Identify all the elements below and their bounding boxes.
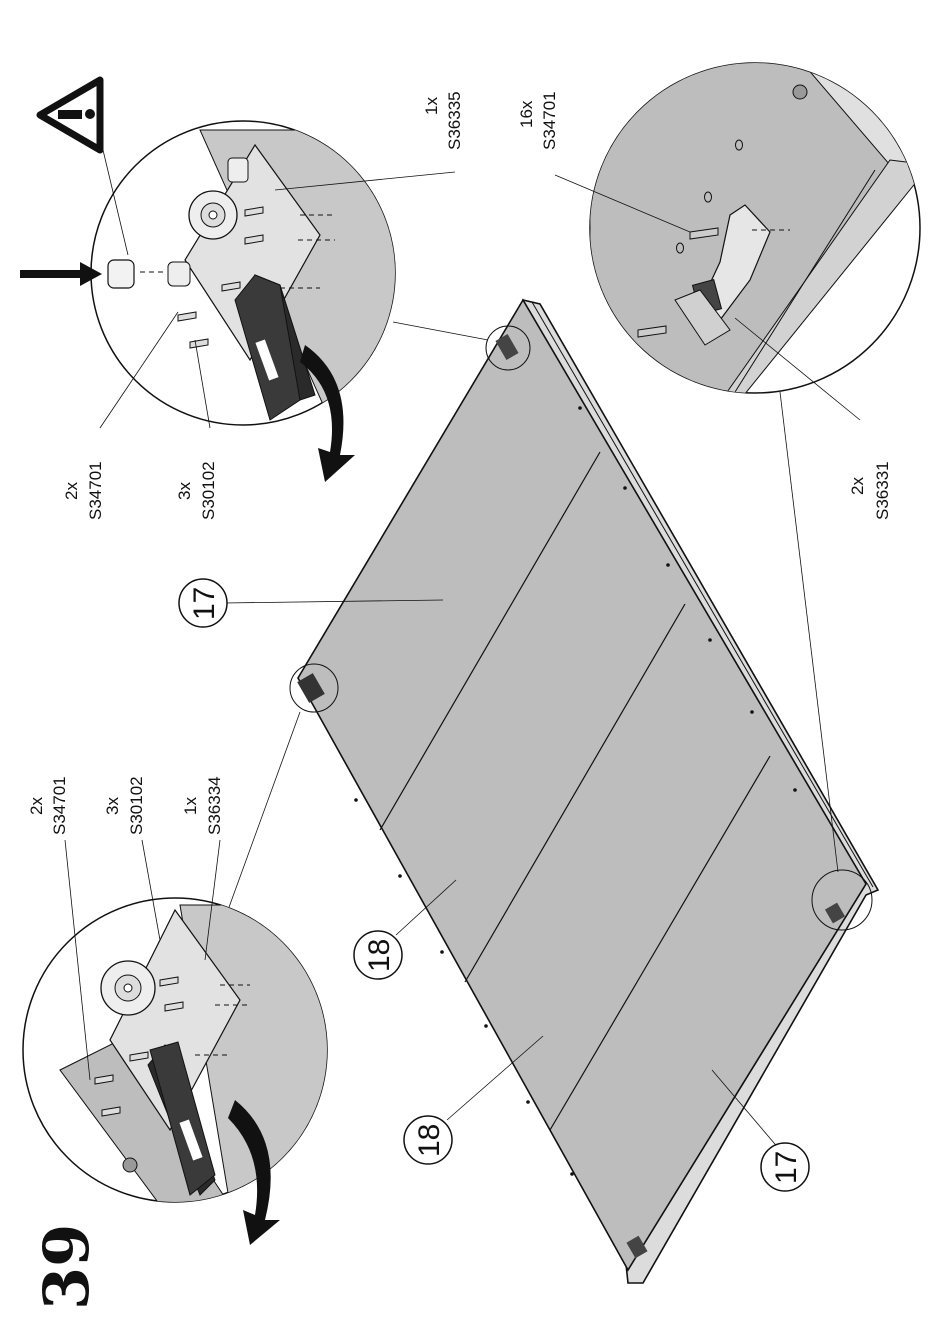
part-label-18a: 18 [363, 939, 396, 972]
panel-board [290, 300, 878, 1283]
leader-left [228, 712, 300, 910]
left-qty-1: 2x [27, 797, 46, 815]
left-qty-2: 3x [103, 797, 122, 815]
part-label-18b: 18 [413, 1124, 446, 1157]
part-label-17b: 17 [770, 1151, 803, 1184]
right-qty-2: 2x [848, 477, 867, 495]
detail-right [590, 60, 930, 400]
part-label-17a: 17 [188, 587, 221, 620]
board-top [298, 300, 866, 1270]
leader-top [393, 322, 488, 340]
top-code-2: S30102 [199, 461, 218, 520]
right-code-2: S36331 [873, 461, 892, 520]
left-code-2: S30102 [127, 776, 146, 835]
detail-left [23, 898, 330, 1205]
top-qty-3: 1x [422, 97, 441, 115]
left-qty-3: 1x [181, 797, 200, 815]
detail-top [91, 121, 420, 425]
left-code-1: S34701 [50, 776, 69, 835]
top-code-3: S36335 [445, 91, 464, 150]
warning-icon [40, 80, 100, 150]
top-qty-2: 3x [175, 482, 194, 500]
right-code-1: S34701 [540, 91, 559, 150]
left-code-3: S36334 [205, 776, 224, 835]
top-qty-1: 2x [62, 482, 81, 500]
top-code-1: S34701 [86, 461, 105, 520]
arrow-icon [20, 262, 102, 286]
right-qty-1: 16x [517, 100, 536, 128]
step-number: 39 [30, 1224, 103, 1310]
